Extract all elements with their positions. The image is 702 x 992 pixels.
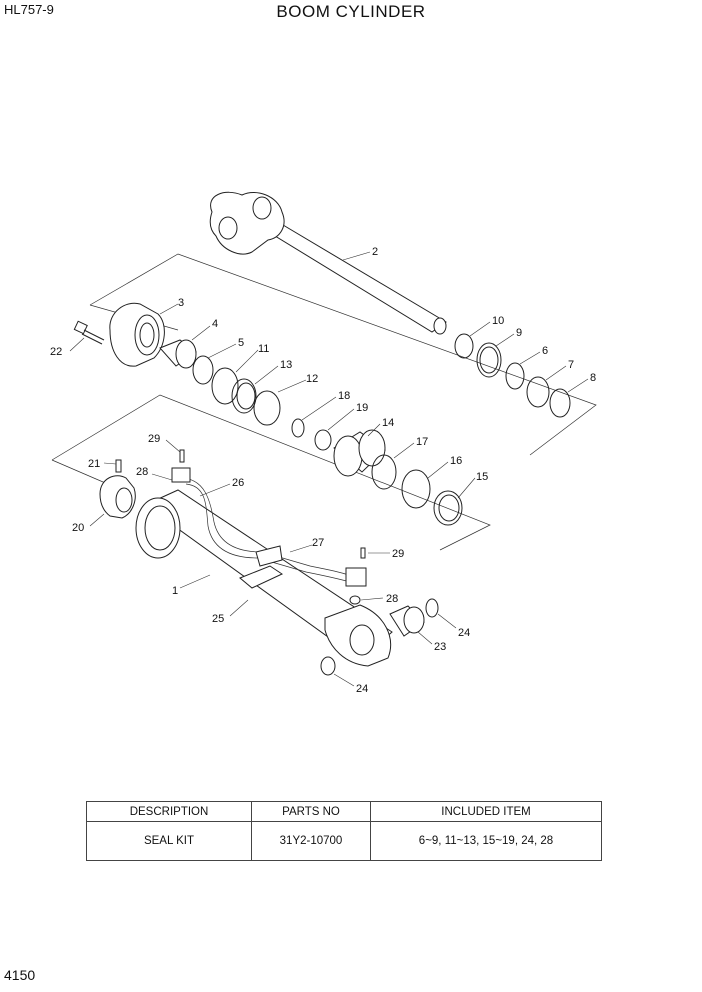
piston — [333, 429, 386, 477]
model-number: HL757-9 — [4, 2, 54, 17]
callout-28a: 28 — [136, 466, 148, 478]
callout-5: 5 — [238, 337, 244, 349]
callout-10: 10 — [492, 315, 504, 327]
page-title: BOOM CYLINDER — [276, 2, 426, 21]
table-header-row: DESCRIPTION PARTS NO INCLUDED ITEM — [86, 801, 602, 822]
callout-13: 13 — [280, 359, 292, 371]
page-number: 4150 — [4, 967, 36, 983]
callout-29b: 29 — [392, 548, 404, 560]
group-outline-piston — [89, 253, 597, 456]
callout-17: 17 — [416, 436, 428, 448]
table-row: SEAL KIT 31Y2-10700 6~9, 11~13, 15~19, 2… — [86, 821, 602, 861]
callout-12: 12 — [306, 373, 318, 385]
callout-8: 8 — [590, 372, 596, 384]
callout-18: 18 — [338, 390, 350, 402]
callout-3: 3 — [178, 297, 184, 309]
seal-rings-rod-side — [192, 355, 332, 451]
callout-21: 21 — [88, 458, 100, 470]
bushing — [159, 339, 197, 369]
callout-labels: 1 2 3 4 5 6 7 8 9 10 11 12 13 14 15 16 1… — [50, 246, 596, 695]
callout-24b: 24 — [356, 683, 368, 695]
column-header-included-item: INCLUDED ITEM — [370, 801, 602, 822]
callout-28b: 28 — [386, 593, 398, 605]
column-header-description: DESCRIPTION — [86, 801, 252, 822]
socket-bolt — [73, 320, 105, 345]
callout-2: 2 — [372, 246, 378, 258]
cell-parts-no: 31Y2-10700 — [251, 821, 371, 861]
seal-rings-piston-side — [371, 454, 463, 526]
callout-26: 26 — [232, 477, 244, 489]
callout-16: 16 — [450, 455, 462, 467]
callout-27: 27 — [312, 537, 324, 549]
callout-15: 15 — [476, 471, 488, 483]
piston-rod — [209, 191, 447, 335]
callout-1: 1 — [172, 585, 178, 597]
callout-23: 23 — [434, 641, 446, 653]
callout-11: 11 — [258, 343, 269, 355]
seal-kit-table: DESCRIPTION PARTS NO INCLUDED ITEM SEAL … — [86, 801, 602, 861]
callout-29a: 29 — [148, 433, 160, 445]
seal-rings-head-side — [454, 333, 571, 418]
exploded-parts-diagram: 1 2 3 4 5 6 7 8 9 10 11 12 13 14 15 16 1… — [50, 191, 597, 695]
pipe-assembly — [171, 449, 367, 605]
column-header-parts-no: PARTS NO — [251, 801, 371, 822]
cell-included-item: 6~9, 11~13, 15~19, 24, 28 — [370, 821, 602, 861]
callout-6: 6 — [542, 345, 548, 357]
callout-7: 7 — [568, 359, 574, 371]
group-outline-body-left — [51, 459, 111, 486]
lock-nut — [99, 459, 136, 519]
cell-description: SEAL KIT — [86, 821, 252, 861]
callout-24a: 24 — [458, 627, 470, 639]
callout-22: 22 — [50, 346, 62, 358]
callout-14: 14 — [382, 417, 394, 429]
callout-4: 4 — [212, 318, 218, 330]
callout-20: 20 — [72, 522, 84, 534]
callout-19: 19 — [356, 402, 368, 414]
callout-25: 25 — [212, 613, 224, 625]
leader-lines — [69, 251, 589, 687]
end-bushing — [320, 598, 439, 676]
group-outline-body — [51, 394, 491, 551]
rod-cover — [109, 302, 165, 367]
callout-9: 9 — [516, 327, 522, 339]
